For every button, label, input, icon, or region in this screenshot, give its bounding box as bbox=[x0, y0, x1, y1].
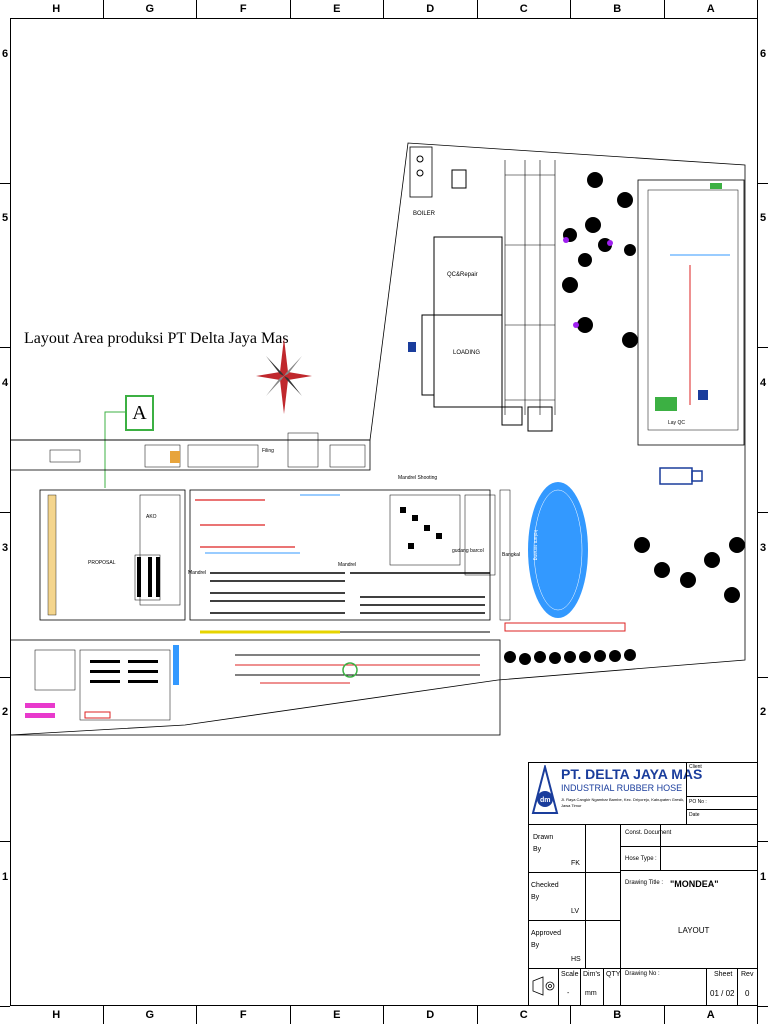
dims-value: mm bbox=[585, 990, 597, 997]
column-label-d: D bbox=[384, 0, 478, 18]
column-label-h: H bbox=[10, 0, 104, 18]
drawing-title-value: "MONDEA" bbox=[670, 879, 719, 889]
row-label-5: 5 bbox=[759, 212, 767, 225]
row-divider bbox=[0, 347, 10, 349]
row-label-3: 3 bbox=[1, 541, 9, 554]
hose-type-sep: : bbox=[655, 856, 657, 862]
scale-value: - bbox=[567, 990, 570, 997]
column-label-e: E bbox=[291, 0, 384, 18]
drawing-subtitle: LAYOUT bbox=[678, 926, 710, 935]
label-filing: Filing bbox=[262, 448, 274, 454]
po-label: PO No : bbox=[689, 799, 707, 805]
company-logo-icon: dm bbox=[531, 765, 559, 814]
label-proposal: PROPOSAL bbox=[88, 560, 116, 566]
sheet-value: 01 / 02 bbox=[710, 989, 735, 998]
label-gudang-barcol: gudang barcol bbox=[452, 548, 484, 554]
title-block bbox=[528, 762, 758, 1006]
company-address: Jl. Raya Cangkir Ngambar Bambe, Kec. Dri… bbox=[561, 797, 685, 808]
row-divider bbox=[0, 182, 10, 184]
label-kolam: kolam renang bbox=[532, 530, 538, 561]
projection-symbol-icon bbox=[532, 976, 555, 996]
column-label-c: C bbox=[478, 0, 571, 18]
row-divider bbox=[0, 676, 10, 678]
site-plan bbox=[10, 142, 746, 736]
label-mandrel-shooting: Mandrel Shooting bbox=[398, 475, 438, 481]
row-divider bbox=[758, 841, 768, 843]
row-label-2: 2 bbox=[1, 706, 9, 719]
row-label-3: 3 bbox=[759, 541, 767, 554]
label-mandrel-left: Mandrel bbox=[188, 570, 207, 576]
column-label-b: B bbox=[571, 1006, 665, 1024]
column-label-h: H bbox=[10, 1006, 104, 1024]
column-label-a: A bbox=[665, 0, 758, 18]
label-boiler: BOILER bbox=[413, 211, 436, 217]
row-label-1: 1 bbox=[1, 870, 9, 883]
row-divider bbox=[0, 841, 10, 843]
row-label-6: 6 bbox=[1, 47, 9, 60]
row-label-5: 5 bbox=[1, 212, 9, 225]
column-label-d: D bbox=[384, 1006, 478, 1024]
rev-label: Rev bbox=[741, 971, 754, 978]
sheet-label: Sheet bbox=[714, 971, 733, 978]
drawing-frame bbox=[10, 18, 758, 1006]
column-label-c: C bbox=[478, 1006, 571, 1024]
approved-label: Approved By bbox=[531, 930, 561, 949]
approved-value: HS bbox=[571, 956, 581, 963]
svg-text:dm: dm bbox=[540, 797, 551, 804]
drawing-title: Layout Area produksi PT Delta Jaya Mas bbox=[24, 330, 289, 347]
row-divider bbox=[758, 182, 768, 184]
company-name: PT. DELTA JAYA MAS bbox=[561, 766, 703, 782]
drawing-title-label: Drawing Title : bbox=[625, 880, 664, 886]
row-label-1: 1 bbox=[759, 870, 767, 883]
row-divider bbox=[758, 1006, 768, 1007]
row-label-4: 4 bbox=[1, 376, 9, 389]
date-label: Date bbox=[689, 812, 700, 818]
row-label-4: 4 bbox=[759, 376, 767, 389]
row-label-2: 2 bbox=[759, 706, 767, 719]
column-label-f: F bbox=[197, 0, 291, 18]
column-label-g: G bbox=[104, 1006, 197, 1024]
drawn-label: Drawn By bbox=[533, 834, 554, 853]
label-qc-repair: QC&Repair bbox=[447, 272, 478, 278]
column-label-b: B bbox=[571, 0, 665, 18]
column-label-g: G bbox=[104, 0, 197, 18]
row-label-6: 6 bbox=[759, 47, 767, 60]
column-label-f: F bbox=[197, 1006, 291, 1024]
column-label-e: E bbox=[291, 1006, 384, 1024]
checked-label: Checked By bbox=[531, 882, 559, 901]
row-divider bbox=[758, 347, 768, 349]
label-ako: AKO bbox=[146, 514, 157, 520]
client-label: Client bbox=[689, 764, 702, 770]
callout-a[interactable]: A bbox=[125, 395, 154, 431]
scale-label: Scale bbox=[561, 971, 579, 978]
row-divider bbox=[0, 1006, 10, 1007]
drawing-no-label: Drawing No : bbox=[625, 971, 660, 977]
callout-leader bbox=[104, 411, 125, 488]
checked-value: LV bbox=[571, 908, 580, 915]
const-doc-label: Const. Document bbox=[625, 830, 672, 836]
dims-label: Dim's bbox=[583, 971, 601, 978]
compass-icon bbox=[256, 338, 312, 414]
hose-type-label: Hose Type bbox=[625, 856, 654, 862]
drawn-value: FK bbox=[571, 860, 580, 867]
row-divider bbox=[758, 676, 768, 678]
column-label-a: A bbox=[665, 1006, 758, 1024]
label-bangkal: Bangkal bbox=[502, 552, 521, 558]
row-divider bbox=[0, 512, 10, 513]
label-lay-qc: Lay QC bbox=[668, 420, 685, 426]
qty-label: QTY bbox=[606, 971, 621, 978]
row-divider bbox=[758, 512, 768, 513]
rev-value: 0 bbox=[745, 989, 750, 998]
company-subtitle: INDUSTRIAL RUBBER HOSE bbox=[561, 783, 683, 793]
label-loading: LOADING bbox=[453, 350, 481, 356]
label-mandrel-mid: Mandrel bbox=[338, 562, 357, 568]
